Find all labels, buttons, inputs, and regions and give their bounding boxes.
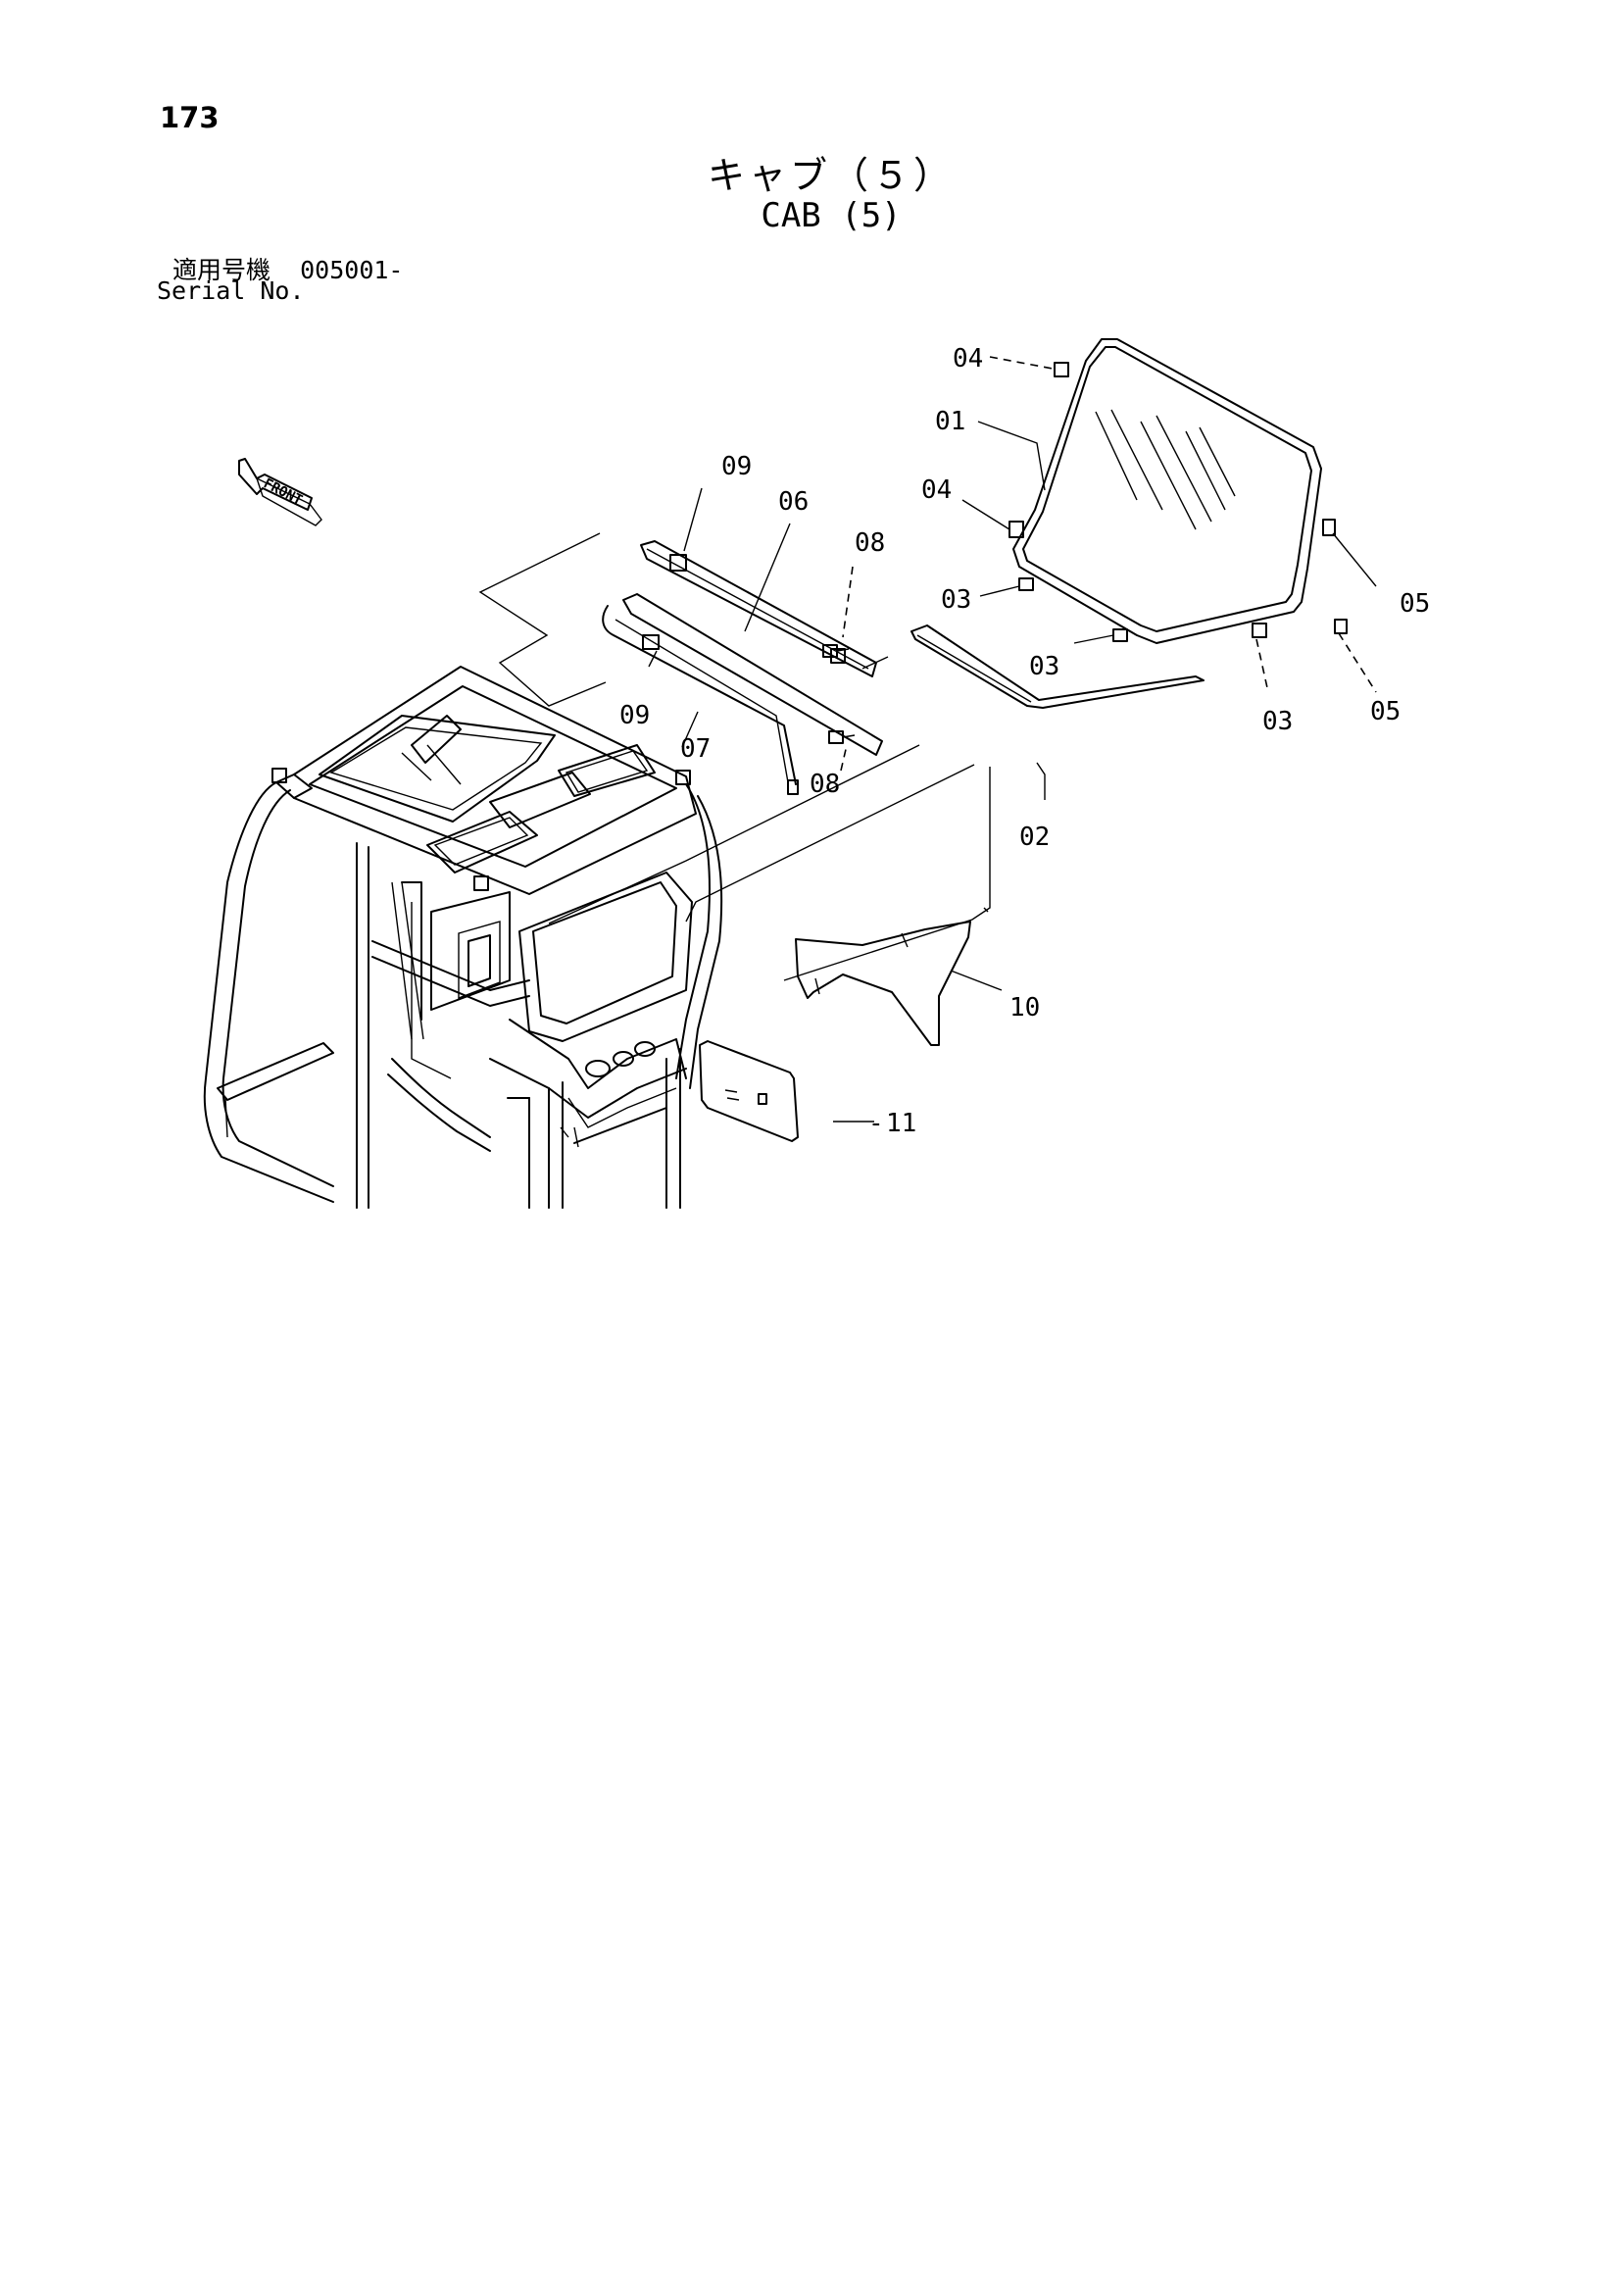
callout-11: 11 [886,1109,916,1138]
callout-08-bottom: 08 [810,770,840,799]
callout-08-top: 08 [855,528,885,558]
serial-label-english: Serial No. [157,276,305,305]
part-07-rail [602,593,883,795]
page-number: 173 [160,101,220,134]
title-english: CAB (5) [761,196,902,235]
cab-frame [203,666,723,1209]
callout-03-right: 03 [1262,707,1293,736]
part-02-seal [910,624,1205,709]
part-10-cover [795,921,971,1046]
title-japanese: キャブ（５） [707,154,955,197]
part-08-bolts [822,644,856,744]
callout-03-middle: 03 [1029,652,1059,681]
callout-03-left: 03 [941,585,971,615]
part-11-plate [699,1040,799,1142]
callout-09-bottom: 09 [619,701,650,730]
callout-06: 06 [778,487,809,517]
callout-07: 07 [680,734,711,764]
serial-label-japanese: 適用号機 [172,256,271,284]
callout-04-top: 04 [953,344,983,374]
part-04-clips [1008,362,1069,538]
callout-01: 01 [935,407,965,436]
callout-05-lower: 05 [1370,697,1401,726]
front-arrow-icon: FRONT [238,458,322,526]
callout-09-top: 09 [721,452,752,481]
callout-02: 02 [1019,823,1050,852]
serial-row-japanese: 適用号機 005001- [172,251,403,286]
serial-value: 005001- [300,256,404,284]
callout-10: 10 [1009,993,1040,1023]
part-01-glass [1012,338,1322,644]
reference-lines [478,532,991,981]
callout-05-upper: 05 [1400,589,1430,619]
leader-lines [648,356,1377,1123]
part-05-clips [1322,519,1348,634]
part-03-clips [1018,577,1267,642]
front-label: FRONT [261,475,305,508]
callout-11-dash: - [868,1109,884,1138]
callout-04-left: 04 [921,475,952,505]
